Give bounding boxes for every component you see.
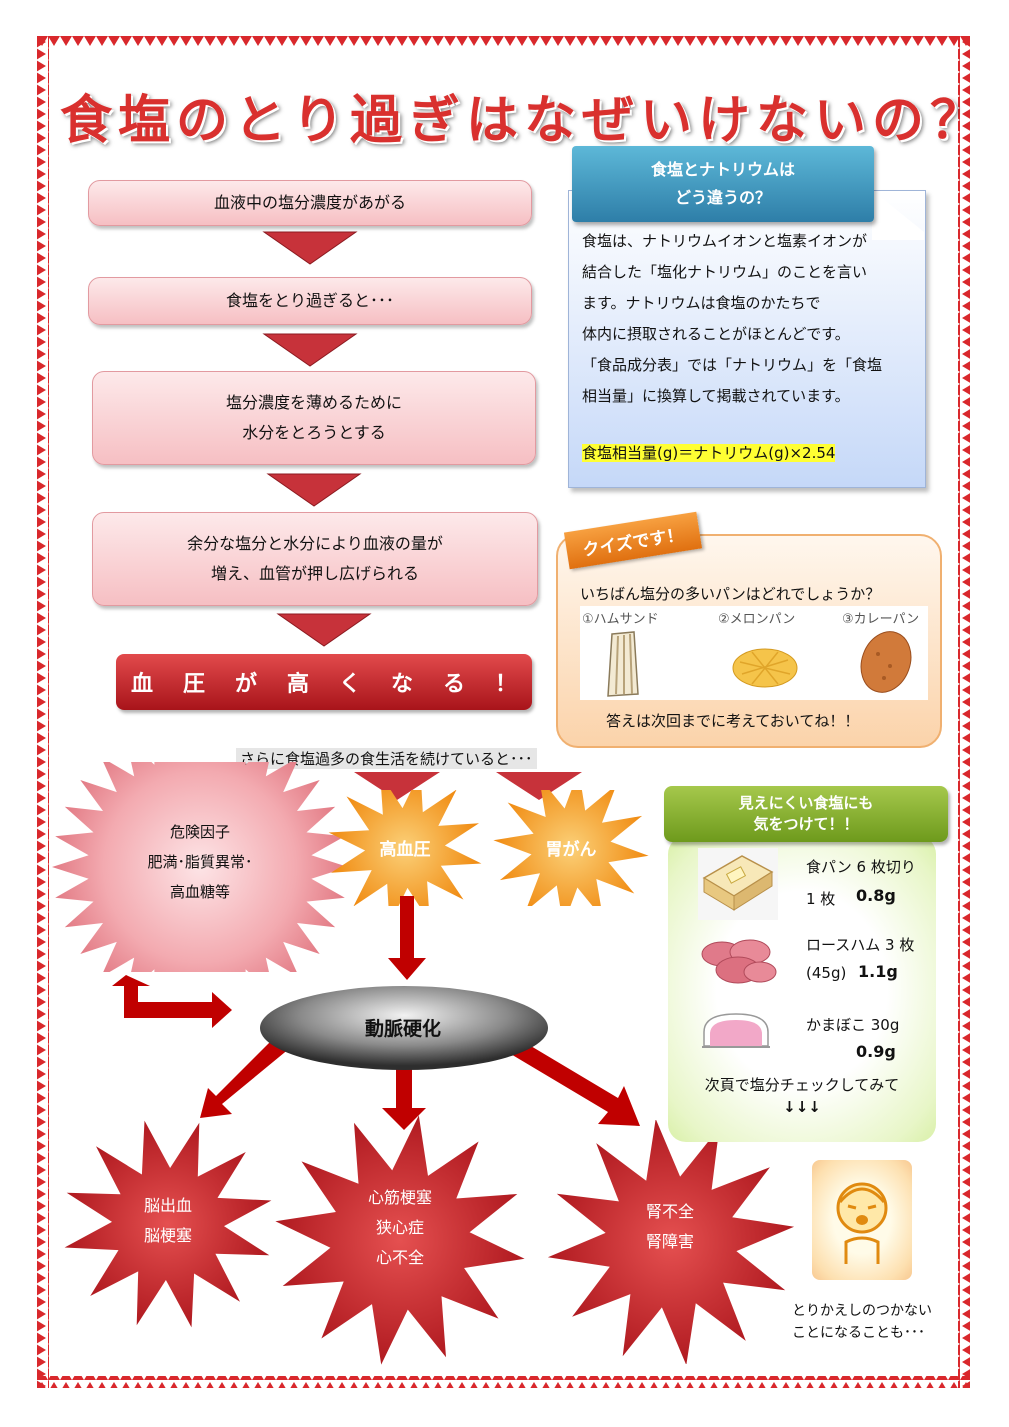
info-line: 結合した「塩化ナトリウム」のことを言い	[582, 263, 868, 281]
warning-note: とりかえしのつかない ことになることも･･･	[792, 1300, 932, 1344]
flow-step-2: 食塩をとり過ぎると･･･	[88, 277, 532, 325]
risk-factor-text: 危険因子 肥満･脂質異常･ 高血糖等	[110, 812, 290, 912]
page-title: 食塩のとり過ぎはなぜいけないの？	[60, 91, 989, 151]
flow-step-4-line-1: 余分な塩分と水分により血液の量が	[187, 534, 443, 553]
bread-name: 食パン 6 枚切り	[806, 858, 916, 876]
salt-sodium-heading-line-2: どう違うの？	[674, 188, 771, 207]
salt-formula: 食塩相当量(g)＝ナトリウム(g)×2.54	[582, 442, 836, 464]
brain-outcome-burst	[64, 1120, 272, 1328]
ham-sandwich-icon	[607, 631, 639, 697]
kidney-outcome-text: 腎不全 腎障害	[620, 1192, 720, 1262]
kamaboko-icon	[702, 1013, 770, 1048]
brain-line: 脳出血	[143, 1196, 192, 1215]
hypertension-burst	[328, 790, 482, 906]
result-char: 血	[130, 672, 153, 697]
flow-step-3-line-2: 水分をとろうとする	[242, 423, 386, 442]
ham-slices-icon	[701, 939, 777, 984]
blood-pressure-result: 血 圧 が 高 く な る ！	[116, 654, 532, 710]
arteriosclerosis-ellipse	[260, 986, 548, 1070]
continue-note: さらに食塩過多の食生活を続けていると･･･	[236, 748, 537, 769]
flow-arrow-2	[262, 333, 358, 367]
kamaboko-name: かまぼこ 30g	[806, 1016, 900, 1034]
kidney-line: 腎障害	[645, 1232, 694, 1251]
quiz-question: いちばん塩分の多いパンはどれでしょうか？	[580, 585, 881, 603]
curry-bread-icon	[860, 631, 912, 693]
flow-step-4: 余分な塩分と水分により血液の量が 増え、血管が押し広げられる	[92, 512, 538, 606]
panel-fold-corner	[872, 190, 924, 240]
quiz-option-1: ①ハムサンド	[582, 612, 659, 627]
heart-line: 心不全	[375, 1248, 424, 1267]
note-arrow-right	[496, 772, 582, 800]
hidden-salt-footer-arrows: ↓↓↓	[783, 1098, 821, 1116]
flow-step-3-line-1: 塩分濃度を薄めるために	[225, 393, 402, 412]
flow-step-1-text: 血液中の塩分濃度があがる	[213, 193, 406, 212]
kidney-outcome-burst	[547, 1120, 795, 1364]
ham-name: ロースハム 3 枚	[806, 936, 915, 954]
flow-step-3: 塩分濃度を薄めるために 水分をとろうとする	[92, 371, 536, 465]
quiz-answer-note: 答えは次回までに考えておいてね！！	[606, 712, 860, 730]
info-line: 食塩は、ナトリウムイオンと塩素イオンが	[582, 232, 868, 250]
result-char: く	[338, 672, 361, 697]
bread-slice-icon	[698, 848, 778, 920]
quiz-option-2: ②メロンパン	[718, 612, 796, 627]
flow-arrow-1	[262, 231, 358, 265]
hidden-salt-heading-line-1: 見えにくい食塩にも	[738, 794, 874, 812]
info-line: 相当量」に換算して掲載されています。	[582, 387, 850, 405]
melon-bread-icon	[732, 648, 798, 688]
heart-outcome-text: 心筋梗塞 狭心症 心不全	[340, 1178, 460, 1278]
risk-factor-burst	[52, 762, 348, 972]
hidden-salt-footer-line-1: 次頁で塩分チェックしてみて	[704, 1076, 900, 1094]
ham-amount: (45g)	[806, 964, 847, 982]
brain-line: 脳梗塞	[143, 1226, 192, 1245]
result-char: ！	[494, 672, 517, 697]
flow-arrow-3	[266, 473, 362, 507]
salt-sodium-heading-line-1: 食塩とナトリウムは	[650, 160, 795, 179]
info-line: ます。ナトリウムは食塩のかたちで	[582, 294, 821, 312]
ham-salt-value: 1.1g	[858, 962, 898, 981]
kidney-line: 腎不全	[645, 1202, 694, 1221]
hidden-salt-heading-line-2: 気をつけて！！	[753, 815, 859, 833]
heart-line: 心筋梗塞	[367, 1188, 432, 1207]
risk-line: 高血糖等	[169, 883, 230, 901]
info-line: 体内に摂取されることがほとんどです。	[582, 325, 850, 343]
brain-outcome-text: 脳出血 脳梗塞	[118, 1186, 218, 1256]
kamaboko-salt-value: 0.9g	[856, 1042, 896, 1061]
crying-face-icon	[836, 1182, 888, 1264]
bread-salt-value: 0.8g	[856, 886, 896, 905]
flow-arrow-4	[276, 613, 372, 647]
salt-formula-text: 食塩相当量(g)＝ナトリウム(g)×2.54	[582, 444, 836, 462]
heart-line: 狭心症	[375, 1218, 424, 1237]
info-line: 「食品成分表」では「ナトリウム」を「食塩	[582, 356, 883, 374]
quiz-option-3: ③カレーパン	[842, 612, 920, 627]
risk-line: 危険因子	[169, 823, 230, 841]
result-char: 高	[286, 672, 309, 697]
salt-sodium-panel	[568, 190, 926, 488]
risk-line: 肥満･脂質異常･	[147, 853, 253, 871]
result-char: な	[390, 672, 413, 697]
hypertension-label: 高血圧	[379, 839, 431, 860]
hidden-salt-heading: 見えにくい食塩にも 気をつけて！！	[664, 786, 948, 842]
stomach-cancer-burst	[493, 790, 649, 906]
stomach-cancer-label: 胃がん	[545, 839, 597, 860]
heart-outcome-burst	[275, 1115, 525, 1365]
hidden-salt-footer: 次頁で塩分チェックしてみて ↓↓↓	[680, 1074, 924, 1118]
salt-sodium-body: 食塩は、ナトリウムイオンと塩素イオンが 結合した「塩化ナトリウム」のことを言い …	[582, 226, 918, 412]
result-char: る	[442, 672, 465, 697]
salt-sodium-heading: 食塩とナトリウムは どう違うの？	[572, 146, 874, 222]
flow-step-1: 血液中の塩分濃度があがる	[88, 180, 532, 226]
arteriosclerosis-label: 動脈硬化	[364, 1017, 441, 1040]
bread-amount: 1 枚	[806, 890, 836, 908]
quiz-options-box: ①ハムサンド ②メロンパン ③カレーパン	[580, 606, 928, 700]
result-char: が	[234, 672, 257, 697]
result-char: 圧	[182, 672, 205, 697]
note-arrow-left	[354, 772, 440, 800]
flow-step-4-line-2: 増え、血管が押し広げられる	[210, 564, 419, 583]
warning-note-line-2: ことになることも･･･	[792, 1325, 925, 1341]
warning-note-line-1: とりかえしのつかない	[792, 1303, 932, 1319]
flow-step-2-text: 食塩をとり過ぎると･･･	[225, 291, 394, 310]
